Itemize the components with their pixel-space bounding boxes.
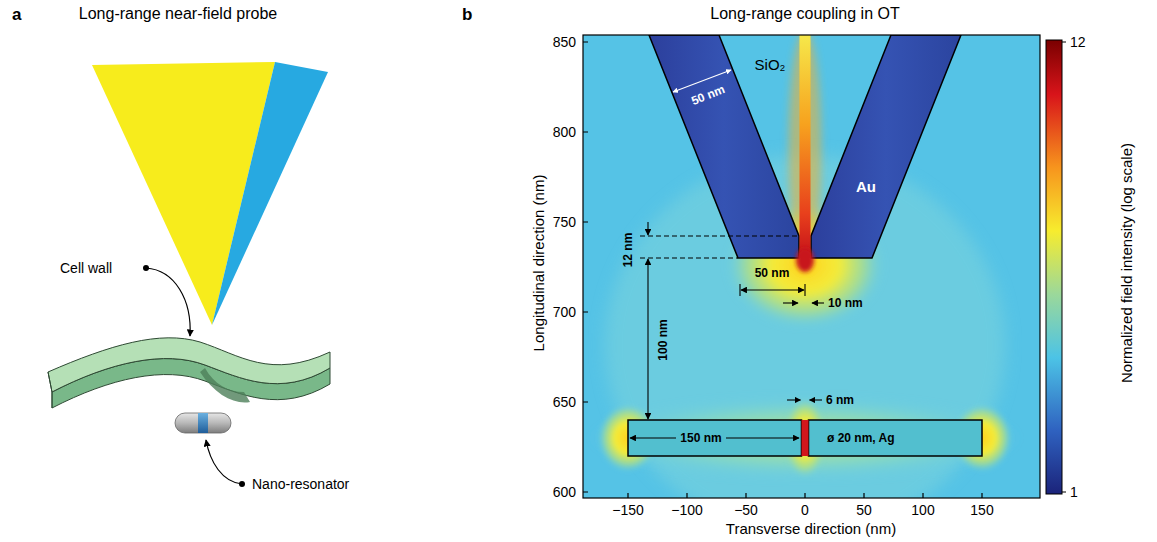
field-map xyxy=(583,35,1040,498)
dimension-label: 150 nm xyxy=(678,432,723,444)
tick-label: 650 xyxy=(553,395,576,409)
plot-axes xyxy=(583,35,1040,498)
leader-line xyxy=(143,265,245,487)
dimension-label: 6 nm xyxy=(826,394,854,406)
part-label: Cell wall xyxy=(60,261,112,275)
dimension-lines xyxy=(630,70,824,438)
colorbar xyxy=(1046,40,1066,494)
panel-letter: a xyxy=(12,6,21,23)
cell-wall xyxy=(48,338,330,408)
tick-label: 700 xyxy=(553,305,576,319)
dimension-label: 50 nm xyxy=(755,267,790,279)
panel-title: Long-range coupling in OT xyxy=(710,6,899,22)
colorbar-tick: 12 xyxy=(1070,35,1086,49)
tick-label: 50 xyxy=(856,503,872,517)
tick-label: 100 xyxy=(911,503,934,517)
dimension-label: 100 nm xyxy=(657,319,669,360)
dimension-label: 12 nm xyxy=(622,233,634,268)
dimension-label: ø 20 nm, Ag xyxy=(825,432,897,444)
panel-letter: b xyxy=(462,6,472,23)
material-label: Au xyxy=(856,179,876,194)
dimension-label: 10 nm xyxy=(828,297,863,309)
tick-label: 600 xyxy=(553,485,576,499)
nano-resonator xyxy=(175,413,231,433)
tick-label: 0 xyxy=(801,503,809,517)
tick-label: 150 xyxy=(970,503,993,517)
tick-label: 800 xyxy=(553,125,576,139)
tick-label: 850 xyxy=(553,35,576,49)
panel-title: Long-range near-field probe xyxy=(79,6,277,22)
probe-tip xyxy=(92,62,328,325)
material-label: SiO₂ xyxy=(755,57,786,72)
tick-label: −150 xyxy=(612,503,644,517)
axis-title: Transverse direction (nm) xyxy=(726,521,896,536)
tick-label: −50 xyxy=(734,503,758,517)
tick-label: 750 xyxy=(553,215,576,229)
dimension-label: 50 nm xyxy=(690,83,727,107)
part-label: Nano-resonator xyxy=(252,477,349,491)
tick-label: −100 xyxy=(671,503,703,517)
colorbar-title: Normalized field intensity (log scale) xyxy=(1119,143,1134,383)
axis-title: Longitudinal direction (nm) xyxy=(531,175,546,352)
colorbar-tick: 1 xyxy=(1070,485,1078,499)
